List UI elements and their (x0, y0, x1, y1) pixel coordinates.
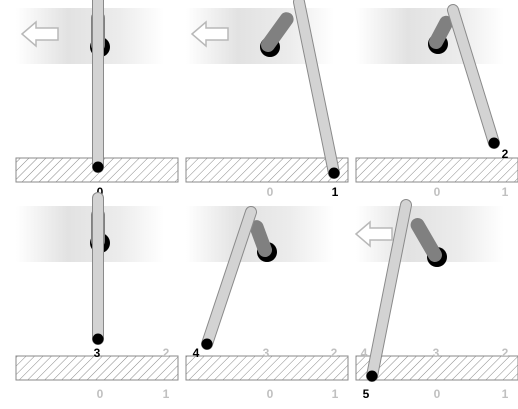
band-background (356, 8, 504, 64)
ghost-position-label: 0 (434, 185, 441, 199)
current-position-label: 4 (193, 346, 200, 360)
left-arrow-icon (354, 220, 393, 248)
frame-5: 4 3 2 0 1 5 (354, 199, 518, 401)
ghost-position-label: 1 (332, 387, 339, 401)
ghost-position-label: 0 (97, 387, 104, 401)
frame-4: 3 2 0 1 4 (185, 206, 349, 401)
ghost-position-label: 4 (361, 346, 368, 360)
ghost-position-label: 3 (263, 346, 270, 360)
band-background (16, 206, 164, 262)
rod-shadow (261, 12, 294, 52)
current-position-label: 2 (502, 147, 509, 161)
tip-marker (92, 161, 104, 173)
ground-strip (355, 157, 518, 183)
ghost-position-label: 0 (267, 185, 274, 199)
rod (448, 5, 499, 148)
frame-2: 0 1 2 (355, 4, 518, 199)
current-position-label: 0 (97, 185, 104, 199)
ghost-position-label: 3 (433, 346, 440, 360)
rod (294, 0, 339, 178)
rod (367, 200, 411, 381)
left-arrow-icon (20, 20, 59, 48)
left-arrow-icon (190, 20, 229, 48)
ghost-position-label: 1 (502, 387, 509, 401)
tip-marker (201, 338, 213, 350)
ghost-position-label: 2 (331, 346, 338, 360)
current-position-label: 3 (94, 346, 101, 360)
tip-marker (328, 167, 340, 179)
rod-shadow (429, 15, 454, 49)
frame-0: 0 (15, 0, 179, 199)
ground-strip (355, 355, 518, 381)
ghost-position-label: 2 (163, 346, 170, 360)
ghost-position-label: 1 (502, 185, 509, 199)
rod-shadow (410, 218, 442, 262)
ground-strip (15, 355, 179, 381)
tip-marker (92, 333, 104, 345)
current-position-label: 5 (363, 387, 370, 401)
ghost-position-label: 0 (267, 387, 274, 401)
ghost-position-label: 1 (163, 387, 170, 401)
rod-shadow (249, 220, 272, 257)
ghost-position-label: 0 (434, 387, 441, 401)
ground-strip (185, 157, 349, 183)
current-position-label: 1 (332, 185, 339, 199)
ground-strip (185, 355, 349, 381)
ghost-position-label: 2 (502, 346, 509, 360)
tip-marker (366, 370, 378, 382)
rod (202, 207, 256, 349)
tip-marker (488, 137, 500, 149)
